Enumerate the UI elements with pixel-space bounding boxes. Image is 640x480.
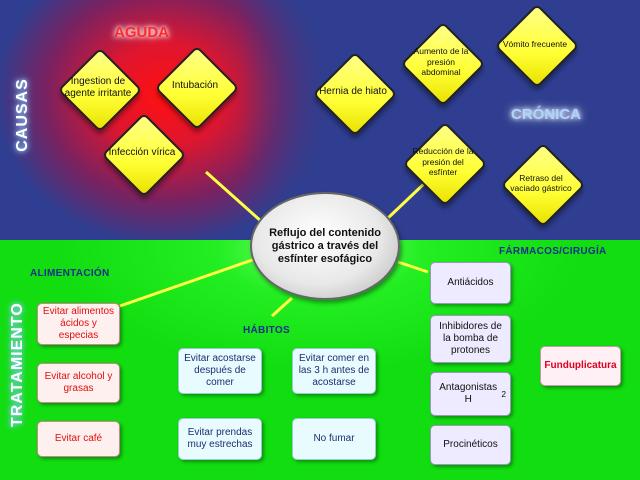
drug-item-procineticos[interactable]: Procinéticos bbox=[430, 425, 511, 465]
farmacos-title: FÁRMACOS/CIRUGÍA bbox=[499, 246, 607, 257]
cause-node-presion-abdominal[interactable]: Aumento de la presión abdominal bbox=[400, 21, 486, 107]
connector-farmacos bbox=[397, 260, 429, 274]
cause-node-vomito[interactable]: Vómito frecuente bbox=[494, 3, 580, 89]
habit-item-acostarse[interactable]: Evitar acostarse después de comer bbox=[178, 348, 262, 394]
cause-node-infeccion[interactable]: Infección vírica bbox=[101, 112, 187, 198]
habitos-title: HÁBITOS bbox=[243, 325, 290, 336]
h2-subscript: 2 bbox=[501, 389, 506, 399]
drug-item-ipp[interactable]: Inhibidores de la bomba de protones bbox=[430, 315, 511, 363]
treatment-side-label: TRATAMIENTO bbox=[9, 302, 26, 427]
connector-aguda bbox=[205, 170, 263, 224]
cause-label: Aumento de la presión abdominal bbox=[413, 46, 469, 78]
cause-label: Vómito frecuente bbox=[502, 38, 568, 49]
diet-item-acidos[interactable]: Evitar alimentos ácidos y especias bbox=[37, 303, 120, 345]
surgery-item-funduplicatura[interactable]: Funduplicatura bbox=[540, 346, 621, 386]
cause-label: Retraso del vaciado gástrico bbox=[510, 172, 572, 194]
drug-item-antagonistas-label: Antagonistas H bbox=[439, 382, 498, 405]
cause-node-reduccion-presion[interactable]: Reducción de la presión del esfínter bbox=[402, 121, 488, 207]
chronic-causes-title: CRÓNICA bbox=[511, 106, 581, 123]
connector-cronica bbox=[386, 178, 430, 220]
causes-side-label: CAUSAS bbox=[14, 78, 31, 152]
acute-causes-title: AGUDA bbox=[114, 24, 169, 41]
habit-item-comer-antes[interactable]: Evitar comer en las 3 h antes de acostar… bbox=[292, 348, 376, 394]
habit-item-no-fumar[interactable]: No fumar bbox=[292, 418, 376, 460]
diet-item-alcohol[interactable]: Evitar alcohol y grasas bbox=[37, 363, 120, 403]
drug-item-antiacidos[interactable]: Antiácidos bbox=[430, 262, 511, 304]
diet-item-cafe[interactable]: Evitar café bbox=[37, 421, 120, 457]
connector-alimentacion bbox=[119, 256, 259, 308]
cause-label: Reducción de la presión del esfínter bbox=[412, 146, 474, 178]
cause-label: Hernia de hiato bbox=[319, 86, 387, 97]
connector-habitos bbox=[270, 296, 294, 318]
habit-item-prendas[interactable]: Evitar prendas muy estrechas bbox=[178, 418, 262, 460]
alimentacion-title: ALIMENTACIÓN bbox=[30, 268, 110, 279]
cause-node-vaciado-gastrico[interactable]: Retraso del vaciado gástrico bbox=[500, 142, 586, 228]
cause-node-ingestion[interactable]: Ingestion de agente irritante bbox=[57, 47, 143, 133]
central-concept-node[interactable]: Reflujo del contenido gástrico a través … bbox=[250, 192, 400, 300]
cause-node-hernia[interactable]: Hernia de hiato bbox=[312, 51, 398, 137]
cause-node-intubacion[interactable]: Intubación bbox=[154, 45, 240, 131]
cause-label: Ingestion de agente irritante bbox=[64, 76, 132, 99]
cause-label: Infección vírica bbox=[108, 147, 176, 158]
cause-label: Intubación bbox=[171, 80, 219, 91]
